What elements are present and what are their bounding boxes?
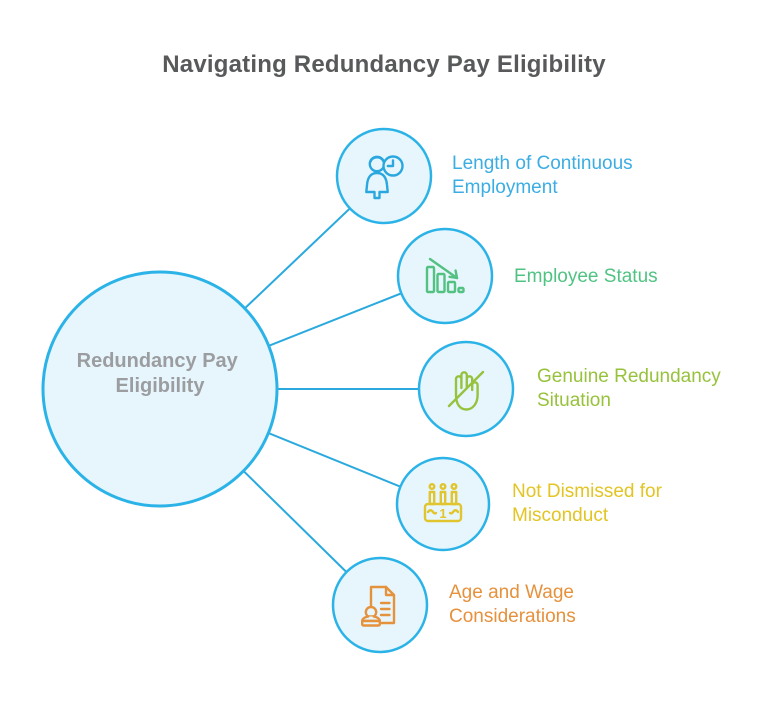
- page-title: Navigating Redundancy Pay Eligibility: [162, 51, 606, 78]
- central-topic-circle: [41, 270, 279, 508]
- branch-node-declining-bar-chart: Employee Status: [396, 227, 658, 325]
- node-circle: [331, 556, 429, 654]
- central-topic-label: Redundancy Pay Eligibility: [77, 350, 244, 397]
- node-label: Employee Status: [514, 266, 658, 287]
